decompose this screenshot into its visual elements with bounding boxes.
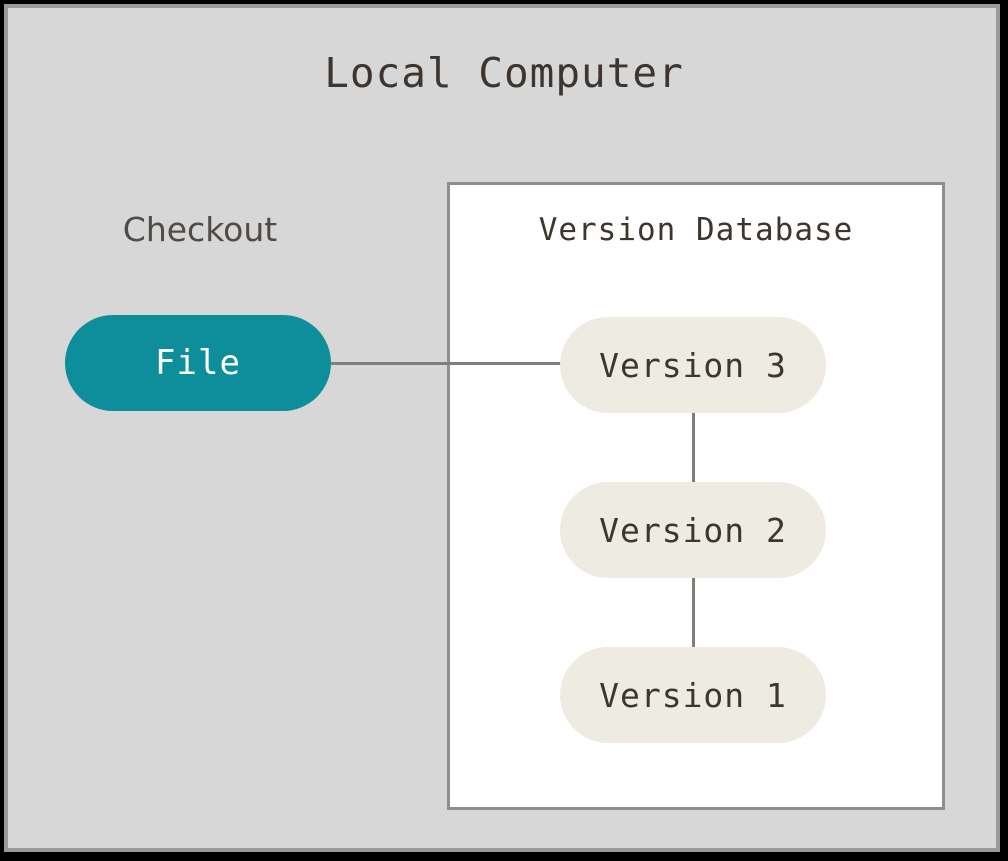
local-computer-panel: Local Computer Checkout File Version Dat… <box>4 4 1000 852</box>
checkout-file-node-label: File <box>155 343 241 383</box>
checkout-label: Checkout <box>122 210 278 249</box>
version-database-title: Version Database <box>538 212 854 248</box>
checkout-file-node[interactable]: File <box>65 315 331 411</box>
connector-file-to-version-3 <box>331 362 564 365</box>
connector-version-3-to-version-2 <box>692 411 695 484</box>
version-node-2[interactable]: Version 2 <box>560 482 826 578</box>
connector-version-2-to-version-1 <box>692 576 695 649</box>
version-node-1-label: Version 1 <box>599 675 787 715</box>
page-title: Local Computer <box>324 49 684 97</box>
version-node-1[interactable]: Version 1 <box>560 647 826 743</box>
version-node-3[interactable]: Version 3 <box>560 317 826 413</box>
version-node-3-label: Version 3 <box>599 345 787 385</box>
version-node-2-label: Version 2 <box>599 510 787 550</box>
